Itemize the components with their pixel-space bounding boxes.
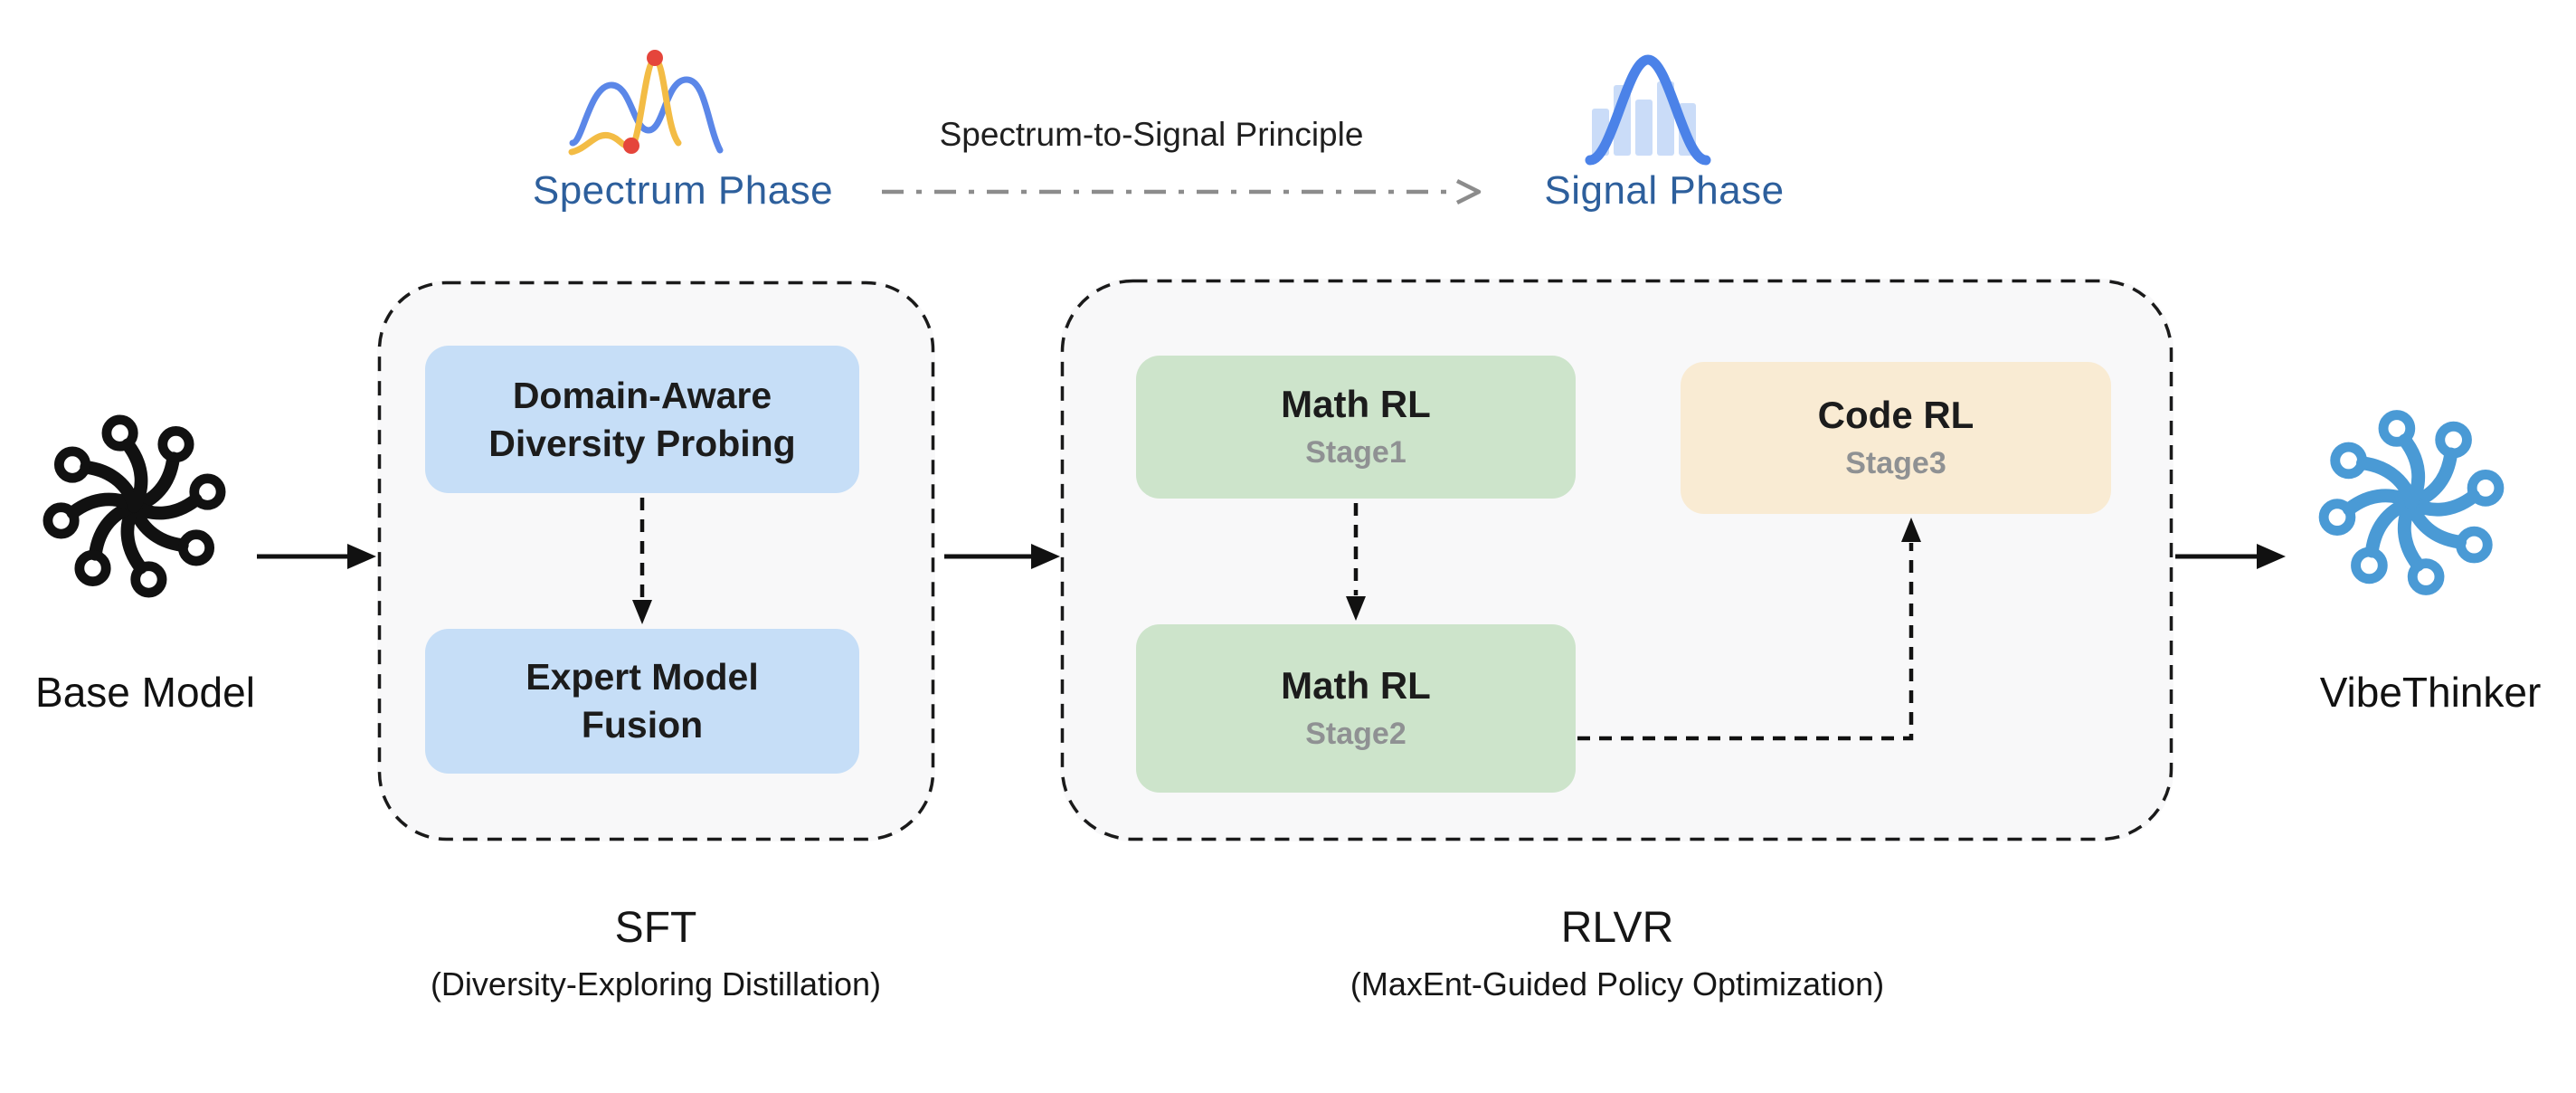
box-label-line: Expert Model [526,656,759,698]
sft-box-domain-probing: Domain-Aware Diversity Probing [425,346,859,493]
rlvr-box-code-stage3: Code RL Stage3 [1681,362,2111,514]
arrowhead [1901,518,1921,542]
rlvr-caption-subtitle: (MaxEnt-Guided Policy Optimization) [1350,965,1885,1003]
box-label-line: Fusion [581,704,704,746]
rl-box-title: Math RL [1281,383,1431,425]
sft-container: Domain-Aware Diversity Probing Expert Mo… [377,280,935,841]
box-label-line: Diversity Probing [488,422,796,464]
signal-phase-label: Signal Phase [1544,168,1785,213]
rlvr-caption: RLVR (MaxEnt-Guided Policy Optimization) [1301,903,1934,1003]
arrowhead [632,600,652,624]
arrowhead [1346,596,1366,621]
stage2-to-stage3-elbow-line [1577,543,1914,741]
vibethinker-label: VibeThinker [2319,669,2542,716]
rl-box-stage: Stage1 [1305,435,1406,470]
rl-box-stage: Stage2 [1305,717,1406,751]
sft-box-expert-fusion: Expert Model Fusion [425,629,859,774]
vibethinker-icon [2308,396,2514,609]
rlvr-caption-title: RLVR [1560,904,1674,952]
base-model-icon [33,400,236,613]
arrow-base-to-sft [257,544,376,569]
rl-box-stage: Stage3 [1845,446,1946,480]
peak-dot [647,50,663,66]
arrow-rlvr-to-vibethinker [2175,544,2286,569]
rl-box-title: Code RL [1817,394,1975,436]
spectrum-to-signal-arrow [882,178,1482,205]
valley-dot [623,138,639,154]
rlvr-box-math-stage2: Math RL Stage2 [1136,624,1576,793]
arrowhead [2257,544,2286,569]
signal-histogram-icon [1585,54,1711,166]
rlvr-container: Math RL Stage1 Code RL Stage3 Math RL St… [1060,279,2174,841]
base-model-label: Base Model [35,669,255,716]
sft-caption: SFT (Diversity-Exploring Distillation) [339,903,972,1003]
rlvr-box-math-stage1: Math RL Stage1 [1136,356,1576,499]
arrow-sft-to-rlvr [944,544,1060,569]
rl-box-title: Math RL [1281,664,1431,707]
sft-caption-subtitle: (Diversity-Exploring Distillation) [430,965,882,1003]
principle-label: Spectrum-to-Signal Principle [939,116,1364,153]
sft-caption-title: SFT [614,904,697,952]
arrowhead [347,544,376,569]
arrowhead [1455,178,1482,205]
arrowhead [1031,544,1060,569]
box-label-line: Domain-Aware [512,374,772,416]
bell-curve [1585,54,1711,166]
spectrum-waves-icon [568,50,724,156]
spectrum-phase-label: Spectrum Phase [532,168,834,213]
